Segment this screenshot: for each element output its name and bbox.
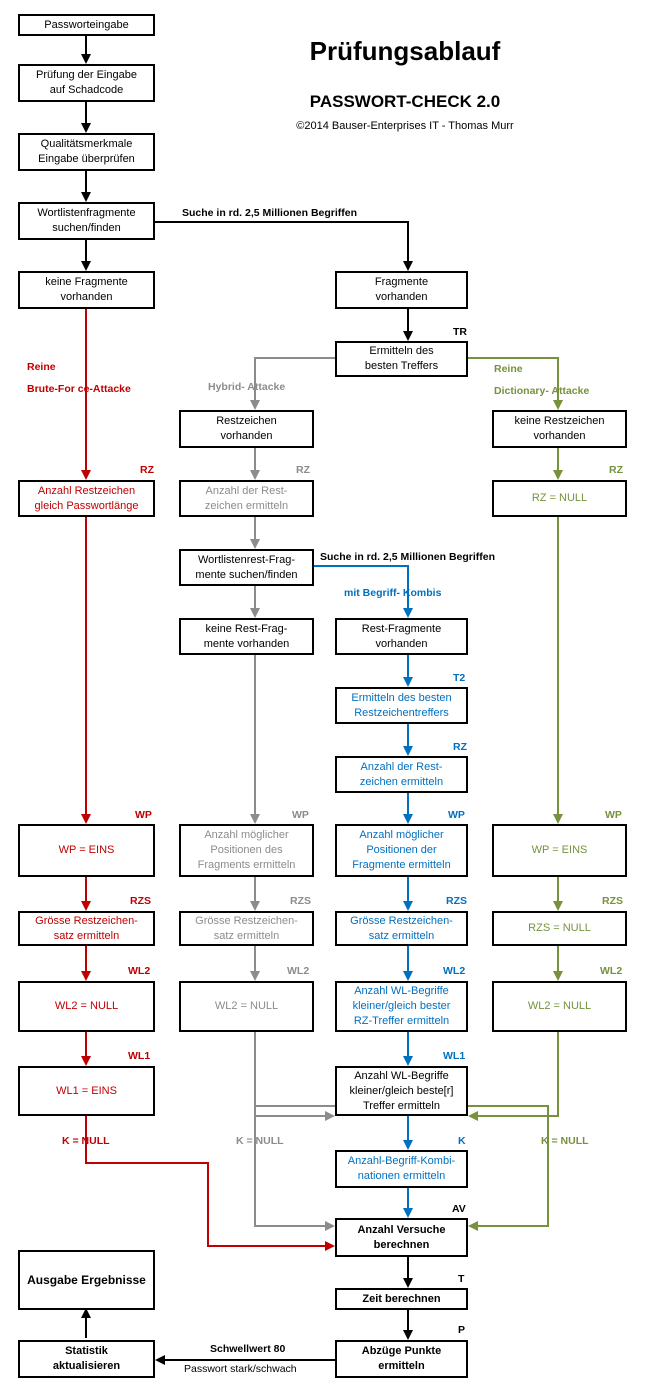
box-wl1-merge: Anzahl WL-Begriffe kleiner/gleich beste[…	[335, 1066, 468, 1116]
arrow-green-6	[468, 1032, 559, 1121]
label-t2: T2	[453, 672, 466, 684]
label-rz-red: RZ	[140, 464, 154, 476]
label-hybrid: Hybrid- Attacke	[208, 381, 286, 393]
label-wl2-blue: WL2	[443, 965, 466, 977]
box-gray-rzs: Grösse Restzeichen- satz ermitteln	[179, 911, 314, 946]
label-rz-blue: RZ	[453, 741, 467, 753]
label-wp-green: WP	[605, 809, 622, 821]
box-red-wp: WP = EINS	[18, 824, 155, 877]
box-red-rz: Anzahl Restzeichen gleich Passwortlänge	[18, 480, 155, 517]
box-time: Zeit berechnen	[335, 1288, 468, 1310]
box-blue-t2: Ermitteln des besten Restzeichentreffers	[335, 687, 468, 724]
arrow-search-to-fragments	[155, 221, 413, 271]
box-output: Ausgabe Ergebnisse	[18, 1250, 155, 1310]
box-fragments-found: Fragmente vorhanden	[335, 271, 468, 309]
label-rzs-gray: RZS	[290, 895, 311, 907]
copyright-line: ©2014 Bauser-Enterprises IT - Thomas Mur…	[296, 120, 514, 132]
box-malware-check: Prüfung der Eingabe auf Schadcode	[18, 64, 155, 102]
label-rzs-green: RZS	[602, 895, 623, 907]
box-gray-wl2: WL2 = NULL	[179, 981, 314, 1032]
box-statistics: Statistik aktualisieren	[18, 1340, 155, 1378]
box-red-wl2: WL2 = NULL	[18, 981, 155, 1032]
box-green-no-rest: keine Restzeichen vorhanden	[492, 410, 627, 448]
label-t: T	[458, 1273, 465, 1285]
label-dictionary: Reine Dictionary- Attacke	[494, 363, 590, 397]
box-green-wp: WP = EINS	[492, 824, 627, 877]
box-password-input: Passworteingabe	[18, 14, 155, 36]
box-quality-check: Qualitätsmerkmale Eingabe überprüfen	[18, 133, 155, 171]
arrow-green-1	[468, 357, 563, 410]
box-attempts: Anzahl Versuche berechnen	[335, 1218, 468, 1257]
box-red-wl1: WL1 = EINS	[18, 1066, 155, 1116]
box-green-rzs: RZS = NULL	[492, 911, 627, 946]
label-wl2-green: WL2	[600, 965, 623, 977]
label-k-red: K = NULL	[62, 1135, 110, 1147]
label-p: P	[458, 1324, 466, 1336]
arrow-gray-1	[250, 357, 337, 410]
box-blue-k: Anzahl-Begriff-Kombi- nationen ermitteln	[335, 1150, 468, 1188]
label-rzs-blue: RZS	[446, 895, 467, 907]
arrow-gray-8	[254, 1032, 335, 1121]
arrow-gray-9	[254, 1105, 335, 1231]
label-wp-red: WP	[135, 809, 152, 821]
label-k-gray: K = NULL	[236, 1135, 284, 1147]
label-wl1-red: WL1	[128, 1050, 151, 1062]
label-threshold: Schwellwert 80	[210, 1343, 286, 1355]
box-blue-wl2: Anzahl WL-Begriffe kleiner/gleich bester…	[335, 981, 468, 1032]
label-rzs-red: RZS	[130, 895, 151, 907]
arrow-red-6	[85, 1116, 335, 1251]
box-gray-rest-search: Wortlistenrest-Frag- mente suchen/finden	[179, 549, 314, 586]
label-av: AV	[452, 1203, 466, 1215]
label-combis: mit Begriff- Kombis	[344, 587, 442, 599]
label-wp-blue: WP	[448, 809, 465, 821]
label-wl2-red: WL2	[128, 965, 151, 977]
box-deductions: Abzüge Punkte ermitteln	[335, 1340, 468, 1378]
label-strength: Passwort stark/schwach	[184, 1363, 297, 1375]
box-blue-rest-fragments: Rest-Fragmente vorhanden	[335, 618, 468, 655]
label-tr: TR	[453, 326, 467, 338]
label-wl2-gray: WL2	[287, 965, 310, 977]
page-title: Prüfungsablauf	[309, 36, 501, 66]
arrow-blue-1	[313, 565, 413, 618]
label-brute-force: Reine Brute-For ce-Attacke	[27, 361, 131, 395]
label-wl1-blue: WL1	[443, 1050, 466, 1062]
box-gray-rz: Anzahl der Rest- zeichen ermitteln	[179, 480, 314, 517]
box-green-wl2: WL2 = NULL	[492, 981, 627, 1032]
box-gray-no-rest-fragments: keine Rest-Frag- mente vorhanden	[179, 618, 314, 655]
box-gray-rest-chars: Restzeichen vorhanden	[179, 410, 314, 448]
box-blue-rz: Anzahl der Rest- zeichen ermitteln	[335, 756, 468, 793]
box-blue-rzs: Grösse Restzeichen- satz ermitteln	[335, 911, 468, 946]
label-rz-green: RZ	[609, 464, 623, 476]
box-gray-wp: Anzahl möglicher Positionen des Fragment…	[179, 824, 314, 877]
label-k-blue: K	[458, 1135, 466, 1147]
label-search-rest: Suche in rd. 2,5 Millionen Begriffen	[320, 551, 496, 563]
box-blue-wp: Anzahl möglicher Positionen der Fragment…	[335, 824, 468, 877]
page-subtitle: PASSWORT-CHECK 2.0	[309, 92, 501, 111]
label-wp-gray: WP	[292, 809, 309, 821]
box-best-match: Ermitteln des besten Treffers	[335, 341, 468, 377]
box-green-rz: RZ = NULL	[492, 480, 627, 517]
label-rz-gray: RZ	[296, 464, 310, 476]
label-k-green: K = NULL	[541, 1135, 589, 1147]
box-no-fragments: keine Fragmente vorhanden	[18, 271, 155, 309]
box-wordlist-search: Wortlistenfragmente suchen/finden	[18, 202, 155, 240]
label-search-main: Suche in rd. 2,5 Millionen Begriffen	[182, 207, 358, 219]
arrow-green-7	[468, 1105, 549, 1231]
box-red-rzs: Grösse Restzeichen- satz ermitteln	[18, 911, 155, 946]
